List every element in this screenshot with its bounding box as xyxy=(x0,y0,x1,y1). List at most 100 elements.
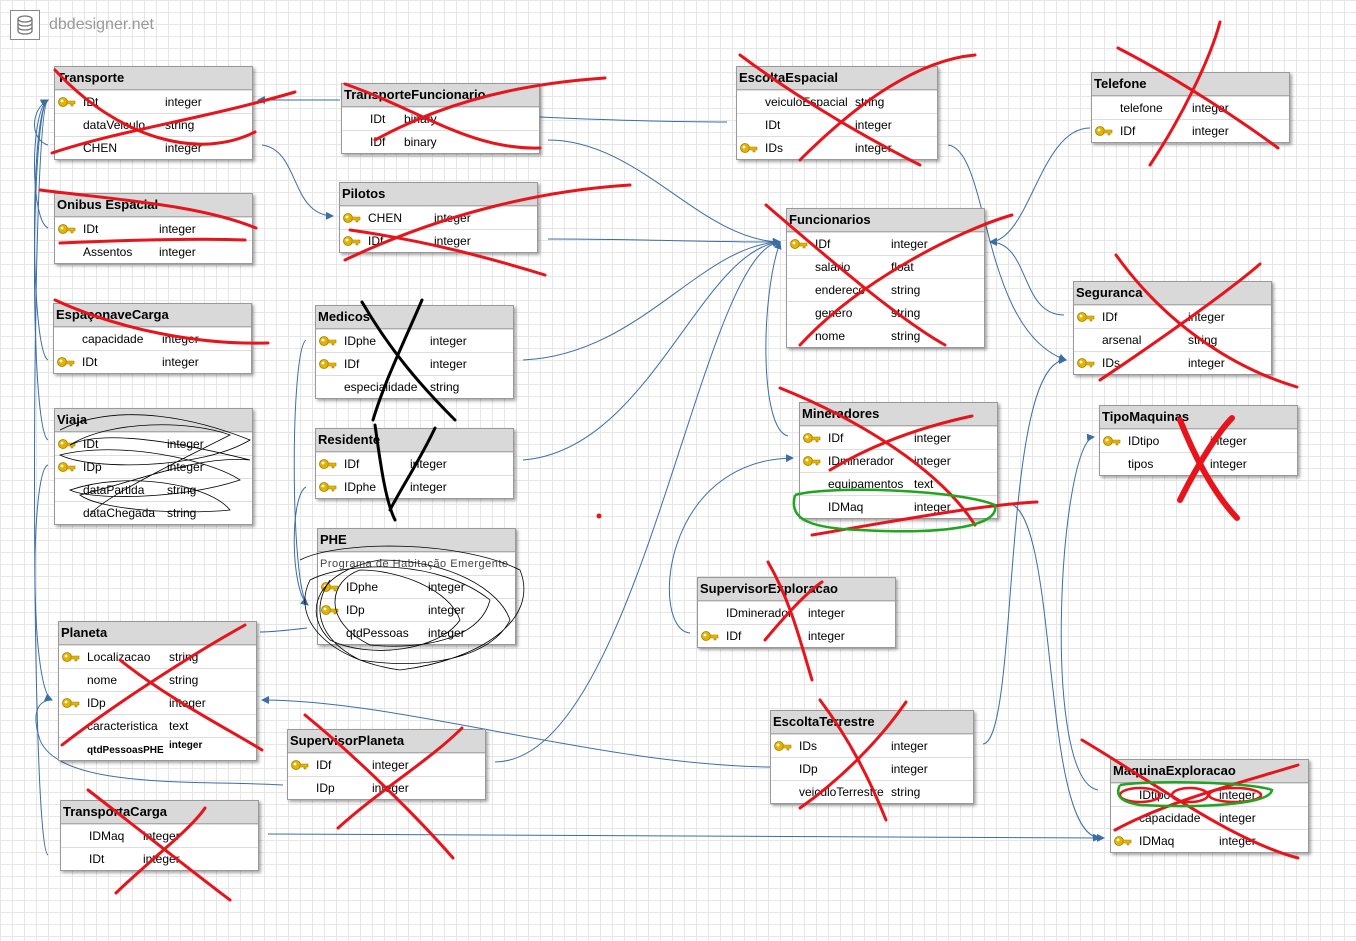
table-title[interactable]: TipoMaquinas xyxy=(1100,406,1297,429)
table-title[interactable]: Viaja xyxy=(55,409,252,432)
table-title[interactable]: Seguranca xyxy=(1074,282,1271,305)
table-title[interactable]: Mineradores xyxy=(800,403,997,426)
table-title[interactable]: EscoltaTerrestre xyxy=(771,711,973,734)
table-title[interactable]: Pilotos xyxy=(340,183,537,206)
table-title[interactable]: Telefone xyxy=(1092,73,1289,96)
table-title[interactable]: SupervisorPlaneta xyxy=(288,730,485,753)
table-title[interactable]: MaquinaExploracao xyxy=(1111,760,1308,783)
logo-box[interactable] xyxy=(10,10,40,40)
table-title[interactable]: Residente xyxy=(316,429,513,452)
table-title[interactable]: SupervisorExploracao xyxy=(698,578,895,601)
table-title[interactable]: Transporte xyxy=(55,67,252,90)
table-title[interactable]: TransporteFuncionario xyxy=(342,84,539,107)
table-title[interactable]: TransportaCarga xyxy=(61,801,258,824)
table-title[interactable]: Medicos xyxy=(316,306,513,329)
table-title[interactable]: Planeta xyxy=(59,622,256,645)
table-title[interactable]: EscoltaEspacial xyxy=(737,67,937,90)
table-title[interactable]: PHE xyxy=(318,529,515,552)
table-title[interactable]: Funcionarios xyxy=(787,209,984,232)
table-title[interactable]: Onibus Espacial xyxy=(55,194,252,217)
